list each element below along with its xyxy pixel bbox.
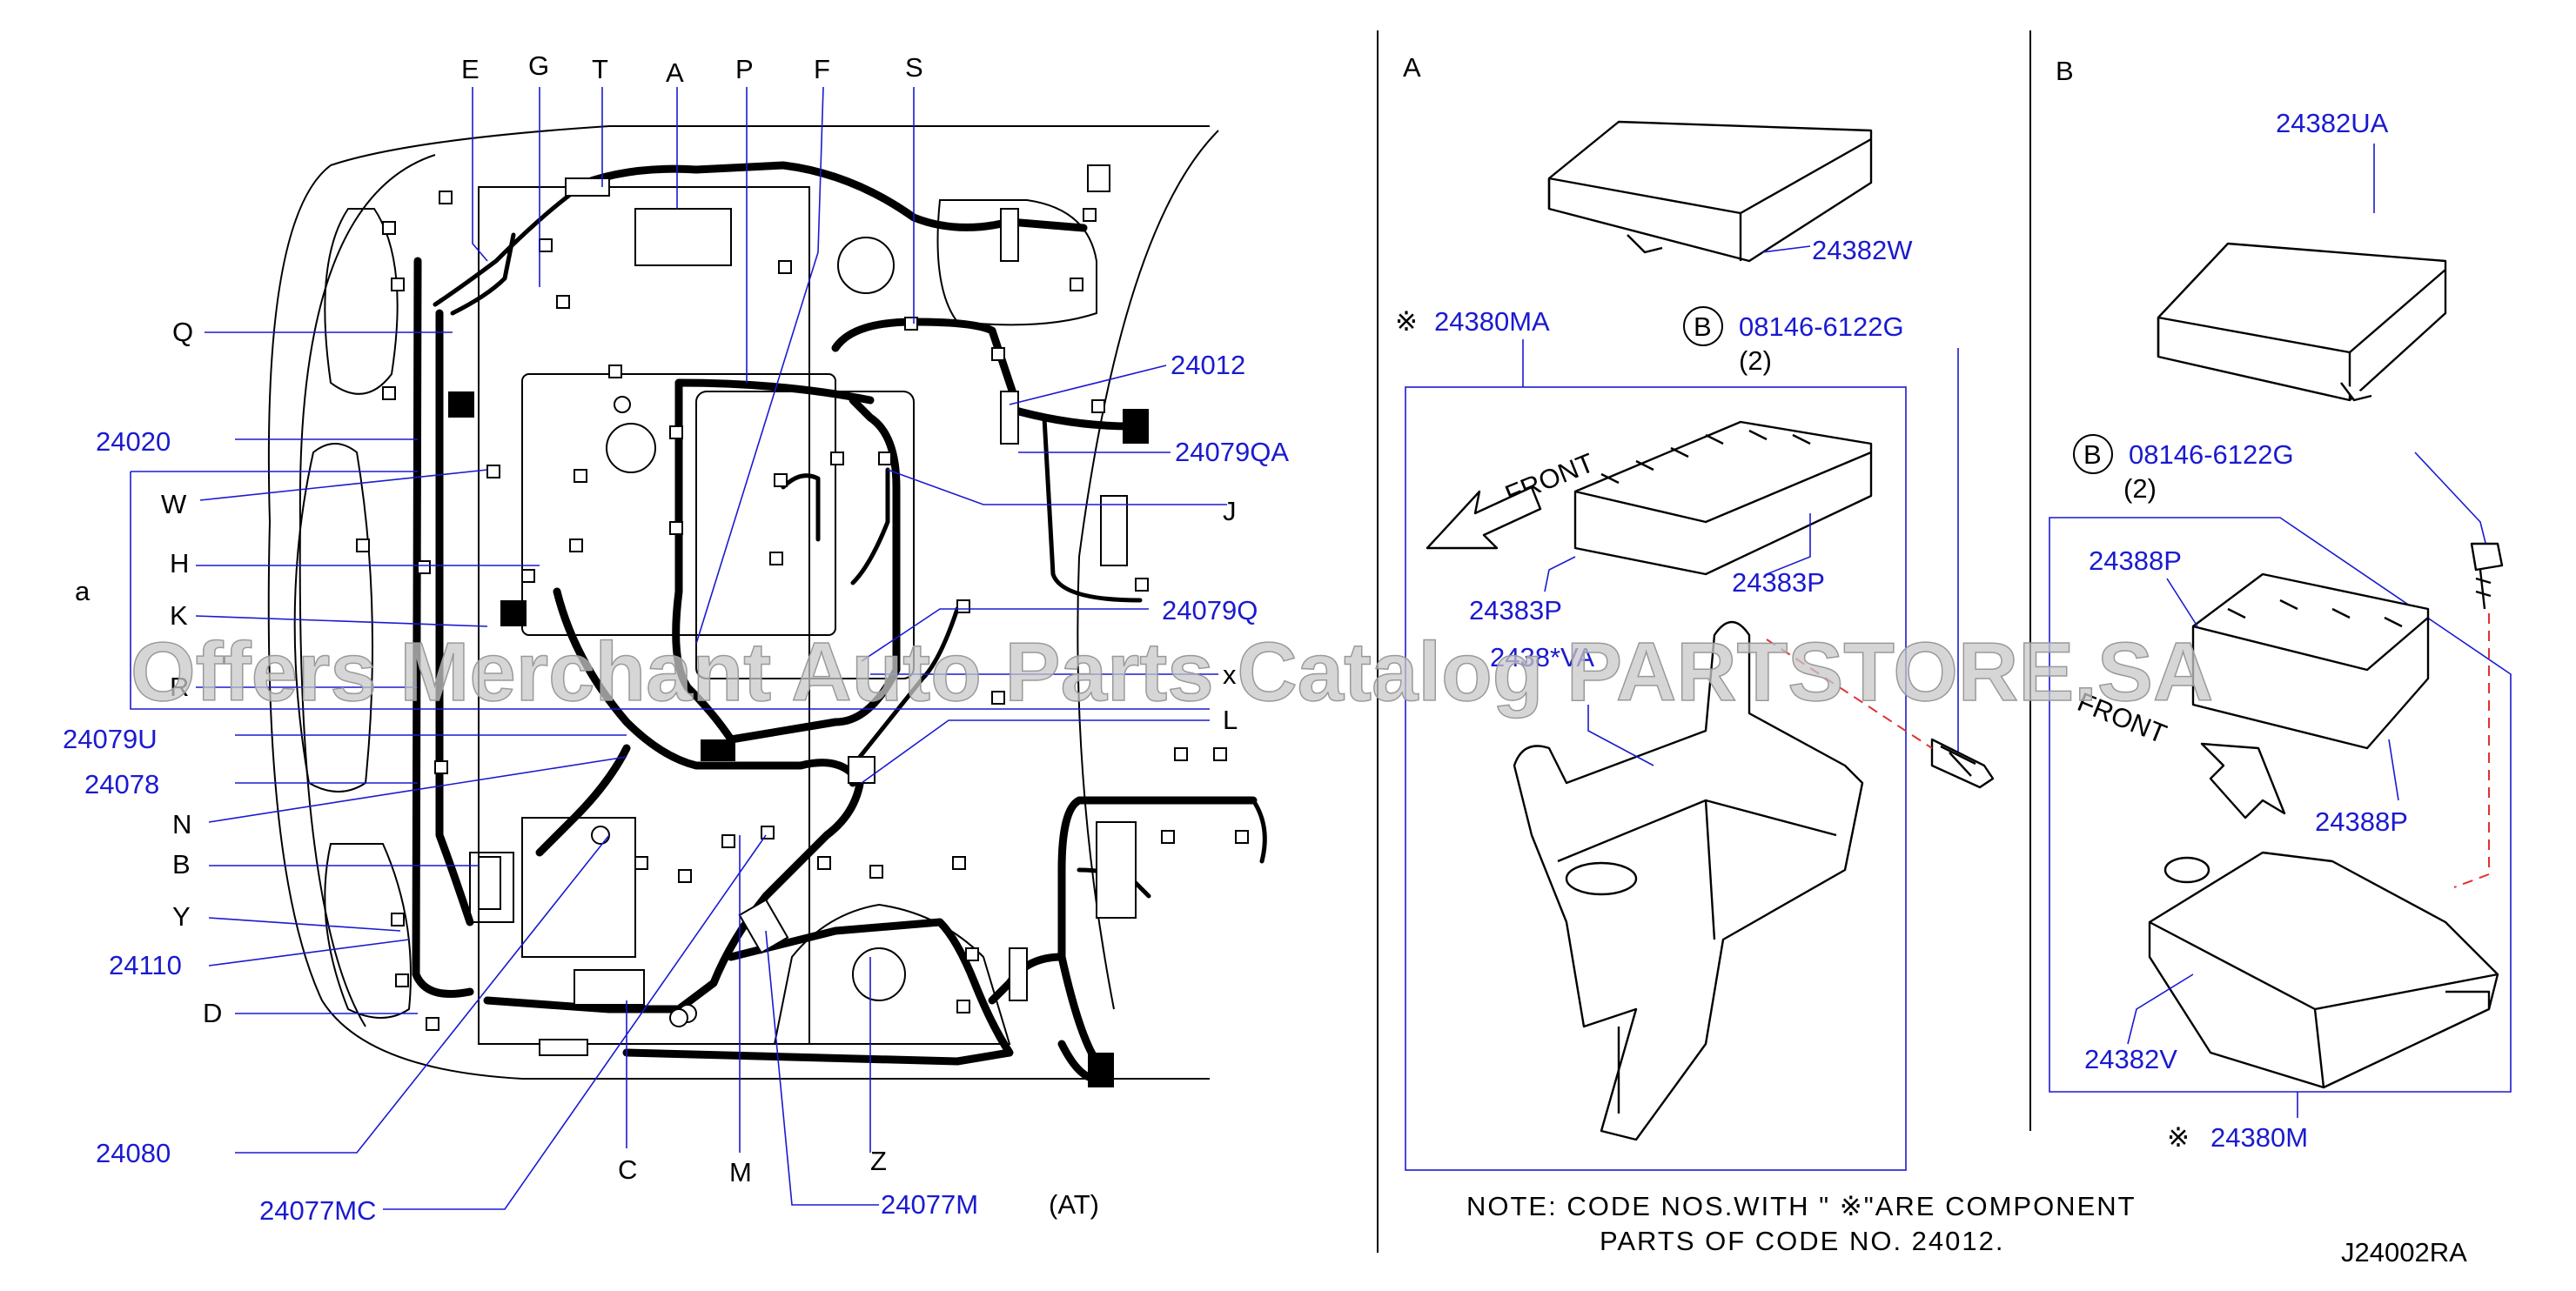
pn-24110: 24110 bbox=[109, 950, 182, 980]
label-A: A bbox=[666, 57, 684, 88]
pn-24380MA: 24380MA bbox=[1434, 306, 1550, 337]
label-M: M bbox=[729, 1157, 752, 1187]
assembly-box-a bbox=[1405, 386, 1907, 1171]
bolt-b bbox=[2470, 542, 2504, 610]
bolt-a bbox=[1930, 738, 1995, 789]
label-P: P bbox=[735, 54, 754, 84]
section-b-title: B bbox=[2056, 56, 2074, 86]
star-b: ※ bbox=[2167, 1122, 2190, 1153]
fuse-block-24383P bbox=[1573, 420, 1873, 576]
label-D: D bbox=[203, 998, 222, 1028]
front-arrow-a bbox=[1426, 485, 1542, 550]
pn-24020: 24020 bbox=[96, 426, 171, 457]
cover-24382UA bbox=[2157, 242, 2447, 402]
pn-24382W: 24382W bbox=[1812, 235, 1913, 265]
vehicle-outline bbox=[267, 125, 1219, 1080]
label-R: R bbox=[170, 672, 189, 702]
label-x: x bbox=[1223, 659, 1237, 690]
pn-24077M: 24077M bbox=[881, 1189, 978, 1220]
label-N: N bbox=[172, 809, 191, 839]
star-a: ※ bbox=[1395, 306, 1418, 337]
bolt-ref-b: B bbox=[2083, 439, 2102, 470]
label-G: G bbox=[528, 50, 549, 81]
label-E: E bbox=[461, 54, 480, 84]
label-Q: Q bbox=[172, 317, 193, 347]
fuse-block-24388P bbox=[2191, 572, 2430, 750]
at-note: (AT) bbox=[1049, 1189, 1099, 1220]
section-a: A 24382W ※ 24380MA B 08146-6122G (2) FRO… bbox=[1395, 52, 1995, 1171]
label-Z: Z bbox=[870, 1146, 887, 1176]
pn-24388P-b2: 24388P bbox=[2315, 806, 2408, 837]
watermark: Offers Merchant Auto Parts Catalog PARTS… bbox=[131, 625, 2213, 719]
section-a-title: A bbox=[1403, 52, 1421, 83]
label-a: a bbox=[75, 576, 91, 606]
label-T: T bbox=[592, 54, 608, 84]
pn-24382V: 24382V bbox=[2084, 1044, 2177, 1074]
note-line-1: NOTE: CODE NOS.WITH " ※"ARE COMPONENT bbox=[1466, 1191, 2137, 1221]
pn-24079U: 24079U bbox=[63, 724, 158, 754]
part-numbers-left: 24020 24079U 24078 24110 24080 24077MC 2… bbox=[63, 350, 1289, 1226]
bolt-qty-a: (2) bbox=[1739, 345, 1772, 376]
pn-bracket-a: 2438*VA bbox=[1490, 642, 1594, 672]
bolt-path-b bbox=[2453, 613, 2490, 888]
pn-24077MC: 24077MC bbox=[259, 1195, 376, 1226]
section-b: B 24382UA B 08146-6122G (2) 24388P 24388… bbox=[2049, 56, 2512, 1153]
harness-connectors bbox=[356, 164, 1249, 1087]
label-Y: Y bbox=[172, 901, 191, 932]
diagram-code: J24002RA bbox=[2341, 1237, 2467, 1268]
pn-24382UA: 24382UA bbox=[2276, 108, 2389, 138]
label-W: W bbox=[161, 489, 187, 519]
label-K: K bbox=[170, 600, 188, 631]
leader-lines bbox=[130, 86, 1227, 1210]
callout-letters: E G T A P F S Q W a H K R N B Y D J x L … bbox=[75, 50, 1238, 1187]
note-line-2: PARTS OF CODE NO. 24012. bbox=[1600, 1226, 2005, 1256]
bolt-ref-a: B bbox=[1694, 311, 1712, 342]
label-H: H bbox=[170, 548, 189, 579]
label-F: F bbox=[814, 54, 830, 84]
pn-bolt-a: 08146-6122G bbox=[1739, 311, 1904, 342]
pn-24079QA: 24079QA bbox=[1175, 437, 1289, 467]
assembly-box-b bbox=[2049, 517, 2512, 1093]
label-J: J bbox=[1223, 496, 1237, 526]
bracket-2438VA bbox=[1513, 620, 1864, 1141]
pn-24080: 24080 bbox=[96, 1138, 171, 1168]
front-arrow-b bbox=[2200, 742, 2286, 819]
pn-bolt-b: 08146-6122G bbox=[2129, 439, 2294, 470]
pn-24012: 24012 bbox=[1171, 350, 1245, 380]
bolt-path-a bbox=[1766, 639, 1933, 749]
harness-wires bbox=[412, 161, 1267, 1083]
pn-24383P-a1: 24383P bbox=[1469, 595, 1562, 625]
pn-24383P-a2: 24383P bbox=[1732, 567, 1825, 598]
label-L: L bbox=[1223, 705, 1238, 735]
bolt-qty-b: (2) bbox=[2123, 473, 2157, 504]
label-C: C bbox=[618, 1154, 637, 1185]
cover-24382W bbox=[1547, 120, 1873, 263]
pn-24078: 24078 bbox=[84, 769, 159, 799]
pn-24079Q: 24079Q bbox=[1162, 595, 1258, 625]
pn-24388P-b1: 24388P bbox=[2089, 545, 2182, 576]
label-B: B bbox=[172, 849, 191, 880]
pn-24380M: 24380M bbox=[2210, 1122, 2308, 1153]
label-S: S bbox=[905, 52, 923, 83]
tray-24382V bbox=[2148, 851, 2499, 1089]
